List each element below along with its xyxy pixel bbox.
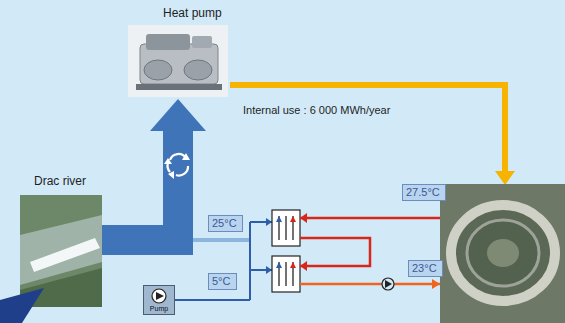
heat-pump-shell <box>184 60 212 80</box>
arrow-head <box>150 99 206 131</box>
arrow-head <box>300 261 307 271</box>
node-heading: Heat pump <box>163 6 222 20</box>
river-pipe <box>190 238 250 242</box>
temperature-value: 5°C <box>212 275 233 288</box>
inner-ring <box>467 220 539 286</box>
arrow-head <box>290 216 296 222</box>
water-arrow <box>102 131 193 255</box>
heat-pump-part <box>192 36 212 48</box>
synchrotron-ring <box>451 205 555 301</box>
corner-arrow <box>0 288 44 323</box>
arrow-head <box>266 218 272 226</box>
arrow-head <box>300 213 307 223</box>
pump-symbol <box>385 280 392 288</box>
annotation: Internal use : 6 000 MWh/year <box>243 104 390 116</box>
pump-symbol <box>382 278 394 290</box>
synchrotron-photo <box>440 184 565 323</box>
arrow-head <box>276 262 282 268</box>
supply-pipe <box>300 283 440 286</box>
recycle-symbol <box>164 158 172 164</box>
heat-pump-photo <box>128 25 228 97</box>
temperature-box: 5°C <box>208 273 237 290</box>
river-weir <box>30 238 100 272</box>
heat-pump-shell <box>144 60 172 80</box>
arrow-head <box>276 216 282 222</box>
ring-centre <box>487 239 519 267</box>
pump-label: Pump <box>144 305 174 313</box>
heat-pump-node: Heat pump <box>128 25 228 97</box>
heat-arrow <box>230 85 505 172</box>
heat-pump-base <box>136 84 222 90</box>
temperature-box: 27.5°C <box>402 184 446 201</box>
pump-symbol <box>144 287 174 305</box>
pump-box: Pump <box>143 285 175 315</box>
hot-return-pipe <box>300 217 440 220</box>
temperature-value: 23°C <box>412 262 439 275</box>
hot-pipe <box>300 238 370 266</box>
arrow-head <box>266 266 272 274</box>
arrow-head <box>432 279 440 289</box>
recycle-symbol <box>182 153 190 160</box>
recycle-symbol <box>168 171 174 179</box>
node-heading: Drac river <box>34 174 86 188</box>
temperature-box: 25°C <box>208 215 243 232</box>
heat-pump-compressor <box>146 34 190 50</box>
arrow-head <box>495 171 515 185</box>
arrow-head <box>290 262 296 268</box>
temperature-value: 25°C <box>212 217 239 230</box>
river-photo <box>20 195 102 307</box>
temperature-value: 27.5°C <box>406 186 442 199</box>
exchanger-plates <box>279 216 293 286</box>
temperature-box: 23°C <box>408 260 443 277</box>
river-node: Drac river <box>20 195 102 307</box>
